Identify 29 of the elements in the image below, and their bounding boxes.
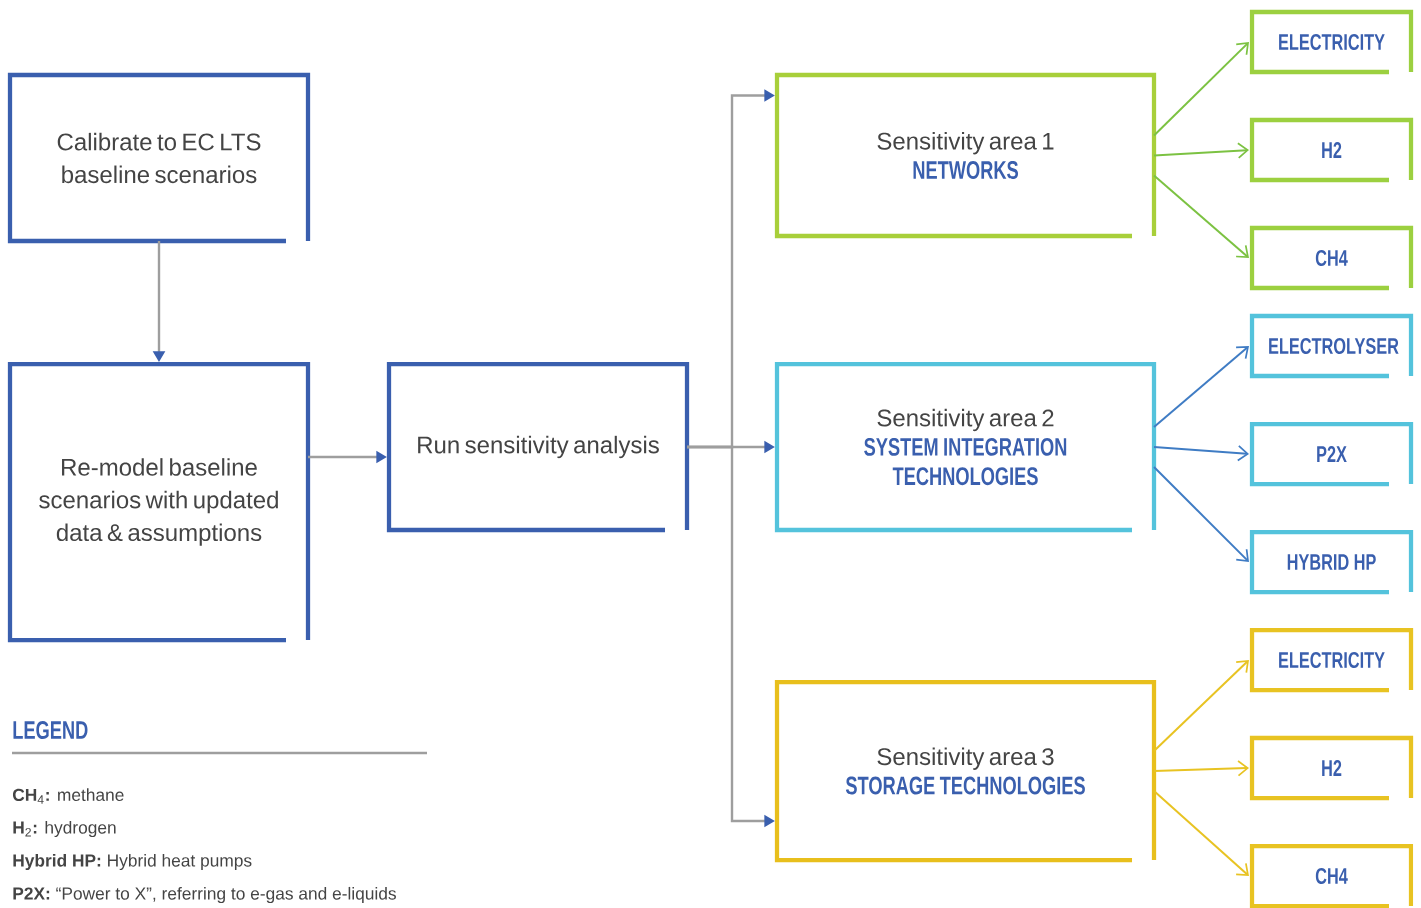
arrow (1153, 142, 1249, 159)
arrow (1153, 346, 1249, 428)
process-box: Re-model baseline scenarios with updated data & assumptions (7, 361, 311, 643)
output-box: P2X (1249, 421, 1414, 487)
area-box: Sensitivity area 2 SYSTEM INTEGRATION TECHNOLOGIES (774, 361, 1157, 533)
arrow (1153, 42, 1249, 137)
arrow (1153, 445, 1249, 462)
output-box: ELECTRICITY (1249, 627, 1414, 693)
output-box: CH4 (1249, 225, 1414, 291)
process-box: Calibrate to EC LTS baseline scenarios (7, 72, 311, 244)
process-box: Run sensitivity analysis (386, 361, 690, 533)
arrow (1153, 660, 1249, 752)
output-box: H2 (1249, 735, 1414, 801)
arrow (1153, 760, 1249, 777)
output-box: H2 (1249, 117, 1414, 183)
arrow (1153, 174, 1249, 258)
arrow (1153, 790, 1249, 876)
legend-heading: LEGEND (13, 721, 88, 739)
output-box: CH4 (1249, 843, 1414, 908)
output-box: HYBRID HP (1249, 529, 1414, 595)
legend-entry: H$_{2}$: hydrogen (13, 820, 116, 838)
output-box: ELECTROLYSER (1249, 313, 1414, 379)
legend-entry: P2X: “Power to X”, referring to e-gas and e-liquids (13, 886, 396, 904)
output-box: ELECTRICITY (1249, 9, 1414, 75)
legend-entry: CH$_{4}$: methane (13, 788, 124, 804)
arrow (1153, 466, 1249, 562)
legend-entry: Hybrid HP: Hybrid heat pumps (13, 853, 252, 871)
area-box: Sensitivity area 1 NETWORKS (774, 72, 1157, 239)
area-box: Sensitivity area 3 STORAGE TECHNOLOGIES (774, 679, 1157, 863)
